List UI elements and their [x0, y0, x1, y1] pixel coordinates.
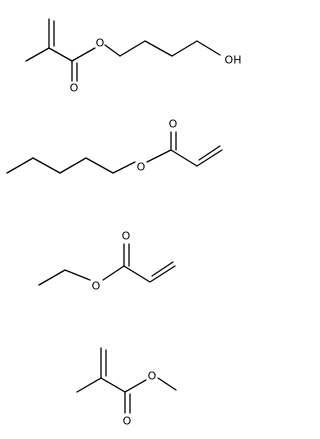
bond: [157, 377, 177, 391]
molecule-hydroxyethyl-methacrylate: O O OH: [25, 18, 242, 95]
bond: [64, 269, 91, 281]
bond: [146, 149, 172, 163]
bond: [144, 40, 173, 57]
bond: [85, 157, 114, 174]
bond: [198, 145, 221, 161]
structure-canvas: O O OH O O O O: [6, 18, 242, 428]
bond: [196, 40, 221, 56]
bond: [71, 47, 96, 62]
bond: [170, 149, 198, 167]
bond: [100, 377, 126, 393]
bond: [124, 379, 147, 393]
bond: [119, 40, 146, 57]
atom-label-hydroxyl: OH: [225, 54, 242, 67]
atom-label-ester-oxygen: O: [148, 370, 157, 383]
molecule-ethyl-acrylate: O O: [38, 230, 176, 293]
chemical-structures: O O OH O O O O: [6, 18, 242, 428]
atom-label-carbonyl-oxygen: O: [122, 230, 131, 243]
bond: [149, 265, 176, 283]
atom-label-ester-oxygen: O: [92, 280, 101, 293]
bond: [25, 47, 50, 62]
bond: [48, 47, 73, 62]
bond: [104, 44, 121, 57]
bond: [59, 157, 87, 174]
bond: [151, 261, 174, 277]
atom-label-carbonyl-oxygen: O: [169, 118, 178, 131]
bond: [123, 265, 151, 283]
bond: [6, 157, 34, 174]
bond: [102, 265, 125, 281]
bond: [171, 40, 198, 57]
bond: [38, 269, 66, 286]
atom-label-carbonyl-oxygen: O: [123, 415, 132, 428]
bond: [112, 161, 136, 174]
molecule-butyl-acrylate: O O: [6, 118, 223, 174]
molecule-methyl-methacrylate: O O: [76, 347, 177, 428]
bond: [32, 157, 61, 174]
atom-label-ester-oxygen: O: [96, 37, 105, 50]
atom-label-ester-oxygen: O: [137, 161, 146, 174]
bond: [76, 377, 102, 393]
bond: [196, 149, 223, 167]
atom-label-carbonyl-oxygen: O: [70, 82, 79, 95]
